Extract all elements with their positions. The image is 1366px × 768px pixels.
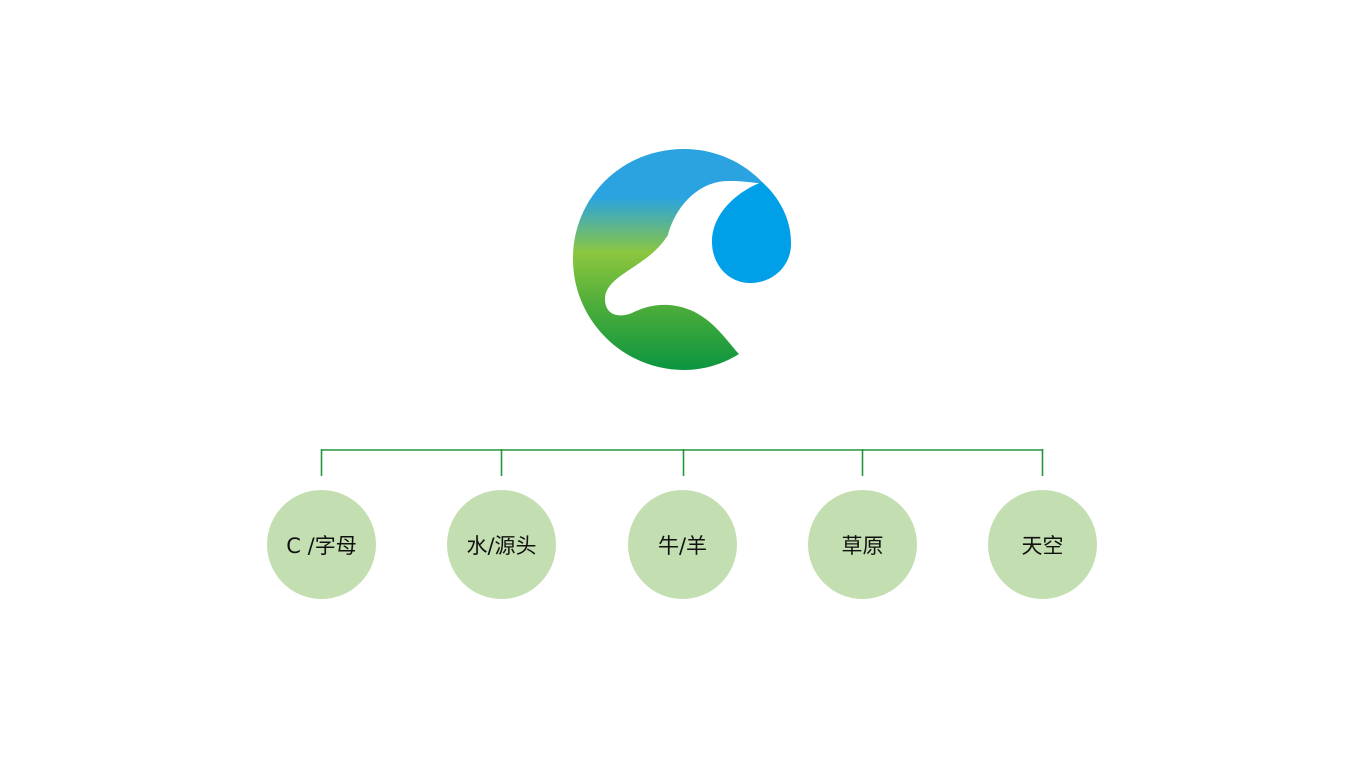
brand-logo-icon [572,148,794,372]
node-grassland: 草原 [808,490,917,599]
logo-c-shape [573,149,764,370]
node-sky: 天空 [988,490,1097,599]
water-drop-shape [712,182,792,284]
node-label: C /字母 [286,533,357,558]
node-letter-c: C /字母 [267,490,376,599]
node-label: 草原 [841,533,884,558]
node-label: 天空 [1021,533,1064,558]
node-label: 牛/羊 [657,533,708,558]
node-cow-sheep: 牛/羊 [628,490,737,599]
logo-svg [573,149,792,370]
node-water-source: 水/源头 [447,490,556,599]
node-label: 水/源头 [466,533,537,558]
